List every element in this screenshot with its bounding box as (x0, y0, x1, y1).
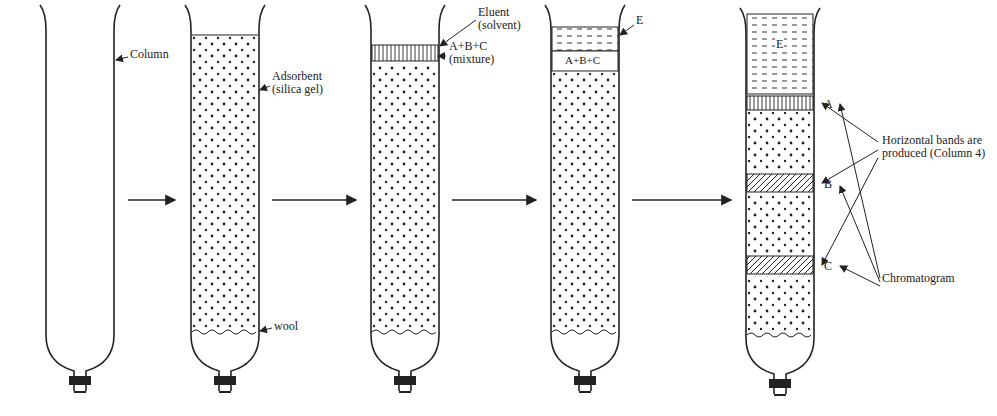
band-label: A (824, 98, 833, 111)
part-label: Chromatogram (882, 272, 955, 285)
band-label: A+B+C (565, 54, 600, 66)
part-label: wool (274, 320, 298, 333)
part-label: Adsorbent (silica gel) (272, 70, 344, 96)
part-label: Eluent (solvent) (478, 6, 548, 32)
part-label: A+B+C (mixture) (449, 40, 511, 66)
band-label: E (775, 38, 784, 51)
part-label: Column (130, 48, 169, 61)
note-label: Horizontal bands are produced (Column 4) (882, 134, 990, 160)
band-label: E (636, 14, 643, 27)
band-label: B (824, 178, 832, 191)
band-label: C (824, 260, 832, 273)
